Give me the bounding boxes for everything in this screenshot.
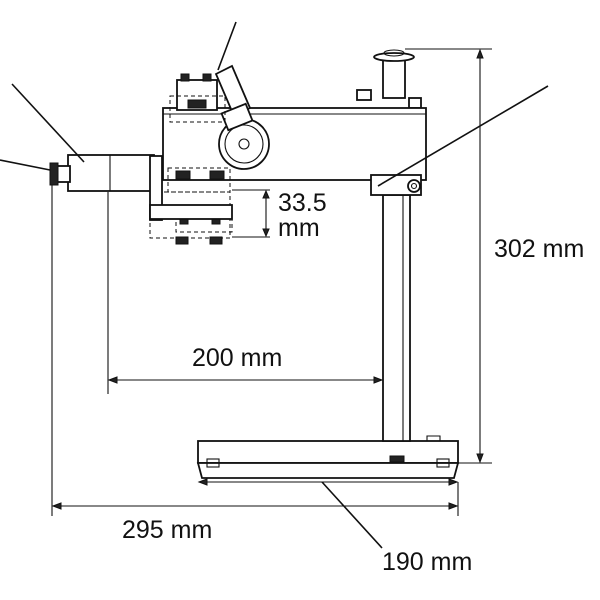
base-plate	[196, 435, 460, 479]
offset-label-line1: 33.5	[278, 189, 327, 217]
dimension-arm-reach: 200 mm	[107, 192, 384, 394]
offset-label-line2: mm	[278, 214, 320, 242]
arm-reach-label: 200 mm	[192, 344, 282, 372]
dimension-height: 302 mm	[405, 48, 584, 464]
top-post	[356, 49, 422, 109]
dimension-overall-width: 295 mm	[51, 185, 459, 544]
top-clamp	[169, 73, 226, 123]
overall-width-label: 295 mm	[122, 516, 212, 544]
dimension-base-width: 190 mm	[197, 478, 472, 576]
column-leader-line	[377, 85, 549, 187]
column-pillar	[382, 194, 411, 442]
angled-tube	[214, 21, 254, 132]
holder-bracket	[0, 83, 233, 221]
base-width-label: 190 mm	[382, 548, 472, 576]
horizontal-arm	[162, 107, 427, 196]
height-label: 302 mm	[494, 235, 584, 263]
dimension-offset: 33.5 mm	[232, 189, 327, 242]
